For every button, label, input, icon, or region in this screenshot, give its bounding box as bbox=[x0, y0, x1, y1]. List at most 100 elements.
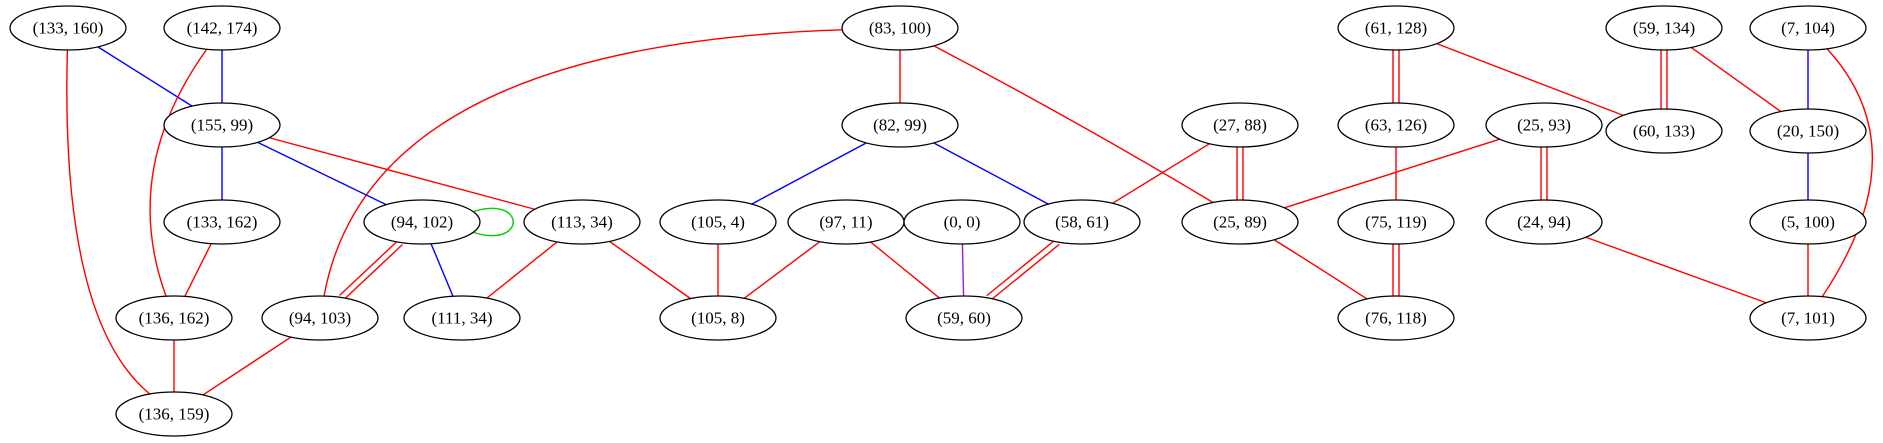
node-label: (94, 102) bbox=[391, 213, 453, 232]
node-n63_126: (63, 126) bbox=[1337, 102, 1455, 148]
node-ellipse bbox=[115, 391, 233, 437]
node-n97_11: (97, 11) bbox=[787, 199, 905, 245]
node-n111_34: (111, 34) bbox=[403, 295, 521, 341]
edge-n94_102-n111_34 bbox=[430, 243, 454, 297]
node-n20_150: (20, 150) bbox=[1749, 108, 1867, 154]
edge-n83_100-n76_118 bbox=[933, 45, 1368, 300]
node-label: (83, 100) bbox=[869, 19, 931, 38]
node-label: (27, 88) bbox=[1213, 116, 1267, 135]
edge-n82_99-n58_61 bbox=[933, 142, 1049, 205]
node-label: (105, 8) bbox=[691, 309, 745, 328]
node-label: (94, 103) bbox=[289, 309, 351, 328]
node-label: (60, 133) bbox=[1633, 122, 1695, 141]
edge-n155_99-n113_34 bbox=[269, 137, 535, 210]
node-ellipse bbox=[163, 102, 281, 148]
node-n83_100: (83, 100) bbox=[841, 5, 959, 51]
node-ellipse bbox=[1485, 199, 1603, 245]
node-ellipse bbox=[1181, 199, 1299, 245]
edge-n94_102-n94_103-2 bbox=[339, 239, 399, 296]
node-label: (142, 174) bbox=[187, 19, 258, 38]
node-ellipse bbox=[1337, 199, 1455, 245]
node-ellipse bbox=[1181, 102, 1299, 148]
edge-n97_11-n105_8 bbox=[743, 241, 821, 299]
nodes-layer: (133, 160) (142, 174) (83, 100) (61, 128) (5… bbox=[9, 5, 1867, 437]
node-ellipse bbox=[1605, 5, 1723, 51]
node-n82_99: (82, 99) bbox=[841, 102, 959, 148]
node-n7_104: (7, 104) bbox=[1749, 5, 1867, 51]
edge-n24_94-n7_101 bbox=[1585, 236, 1767, 304]
node-ellipse bbox=[163, 199, 281, 245]
edge-n58_61-n59_60-1 bbox=[989, 243, 1060, 301]
node-ellipse bbox=[1485, 102, 1603, 148]
node-n94_103: (94, 103) bbox=[261, 295, 379, 341]
node-ellipse bbox=[903, 199, 1021, 245]
node-label: (59, 134) bbox=[1633, 19, 1695, 38]
node-label: (59, 60) bbox=[937, 309, 991, 328]
node-n60_133: (60, 133) bbox=[1605, 108, 1723, 154]
node-label: (97, 11) bbox=[819, 213, 872, 232]
node-label: (136, 159) bbox=[139, 405, 210, 424]
edges-layer bbox=[66, 29, 1874, 396]
node-ellipse bbox=[841, 5, 959, 51]
node-ellipse bbox=[841, 102, 959, 148]
node-n25_89: (25, 89) bbox=[1181, 199, 1299, 245]
node-label: (155, 99) bbox=[191, 116, 253, 135]
edge-n113_34-n105_8 bbox=[609, 240, 691, 300]
node-label: (58, 61) bbox=[1055, 213, 1109, 232]
node-n133_162: (133, 162) bbox=[163, 199, 281, 245]
node-ellipse bbox=[1337, 102, 1455, 148]
node-label: (25, 93) bbox=[1517, 116, 1571, 135]
node-label: (75, 119) bbox=[1365, 213, 1427, 232]
node-label: (111, 34) bbox=[431, 309, 492, 328]
node-n142_174: (142, 174) bbox=[163, 5, 281, 51]
edge-n133_162-n136_162 bbox=[184, 243, 212, 297]
edge-n142_174-n136_162 bbox=[149, 48, 208, 297]
node-label: (7, 101) bbox=[1781, 309, 1835, 328]
node-ellipse bbox=[261, 295, 379, 341]
node-n61_128: (61, 128) bbox=[1337, 5, 1455, 51]
node-ellipse bbox=[1749, 5, 1867, 51]
node-ellipse bbox=[1337, 295, 1455, 341]
node-n59_60: (59, 60) bbox=[905, 295, 1023, 341]
edge-n7_104-n7_101 bbox=[1821, 48, 1874, 298]
edge-n94_103-n136_159 bbox=[202, 336, 292, 396]
node-label: (105, 4) bbox=[691, 213, 745, 232]
node-label: (24, 94) bbox=[1517, 213, 1571, 232]
edge-n83_100-n94_103 bbox=[323, 29, 843, 297]
node-n76_118: (76, 118) bbox=[1337, 295, 1455, 341]
node-label: (5, 100) bbox=[1781, 213, 1835, 232]
node-label: (7, 104) bbox=[1781, 19, 1835, 38]
edge-n113_34-n111_34 bbox=[486, 241, 558, 299]
node-label: (133, 160) bbox=[33, 19, 104, 38]
edge-n133_160-n155_99 bbox=[97, 46, 193, 107]
node-label: (0, 0) bbox=[944, 213, 981, 232]
edge-n61_128-n60_133 bbox=[1436, 43, 1624, 116]
node-ellipse bbox=[1749, 108, 1867, 154]
edge-n97_11-n59_60 bbox=[870, 241, 940, 299]
node-label: (25, 89) bbox=[1213, 213, 1267, 232]
node-label: (20, 150) bbox=[1777, 122, 1839, 141]
node-ellipse bbox=[115, 295, 233, 341]
node-ellipse bbox=[363, 199, 481, 245]
node-n113_34: (113, 34) bbox=[523, 199, 641, 245]
node-n136_159: (136, 159) bbox=[115, 391, 233, 437]
node-label: (113, 34) bbox=[551, 213, 613, 232]
node-n5_100: (5, 100) bbox=[1749, 199, 1867, 245]
edge-n25_93-n25_89 bbox=[1284, 138, 1500, 209]
node-ellipse bbox=[659, 199, 777, 245]
edge-n82_99-n105_4 bbox=[751, 142, 867, 205]
node-n24_94: (24, 94) bbox=[1485, 199, 1603, 245]
edge-n94_102-n94_102 bbox=[471, 207, 514, 237]
edge-n155_99-n94_102 bbox=[257, 141, 387, 206]
edge-n27_88-n58_61 bbox=[1112, 143, 1210, 204]
node-n155_99: (155, 99) bbox=[163, 102, 281, 148]
node-n59_134: (59, 134) bbox=[1605, 5, 1723, 51]
node-label: (63, 126) bbox=[1365, 116, 1427, 135]
node-ellipse bbox=[1749, 199, 1867, 245]
node-n7_101: (7, 101) bbox=[1749, 295, 1867, 341]
node-n105_8: (105, 8) bbox=[659, 295, 777, 341]
node-ellipse bbox=[9, 5, 127, 51]
edge-n0_0-n59_60 bbox=[961, 243, 965, 297]
node-label: (82, 99) bbox=[873, 116, 927, 135]
